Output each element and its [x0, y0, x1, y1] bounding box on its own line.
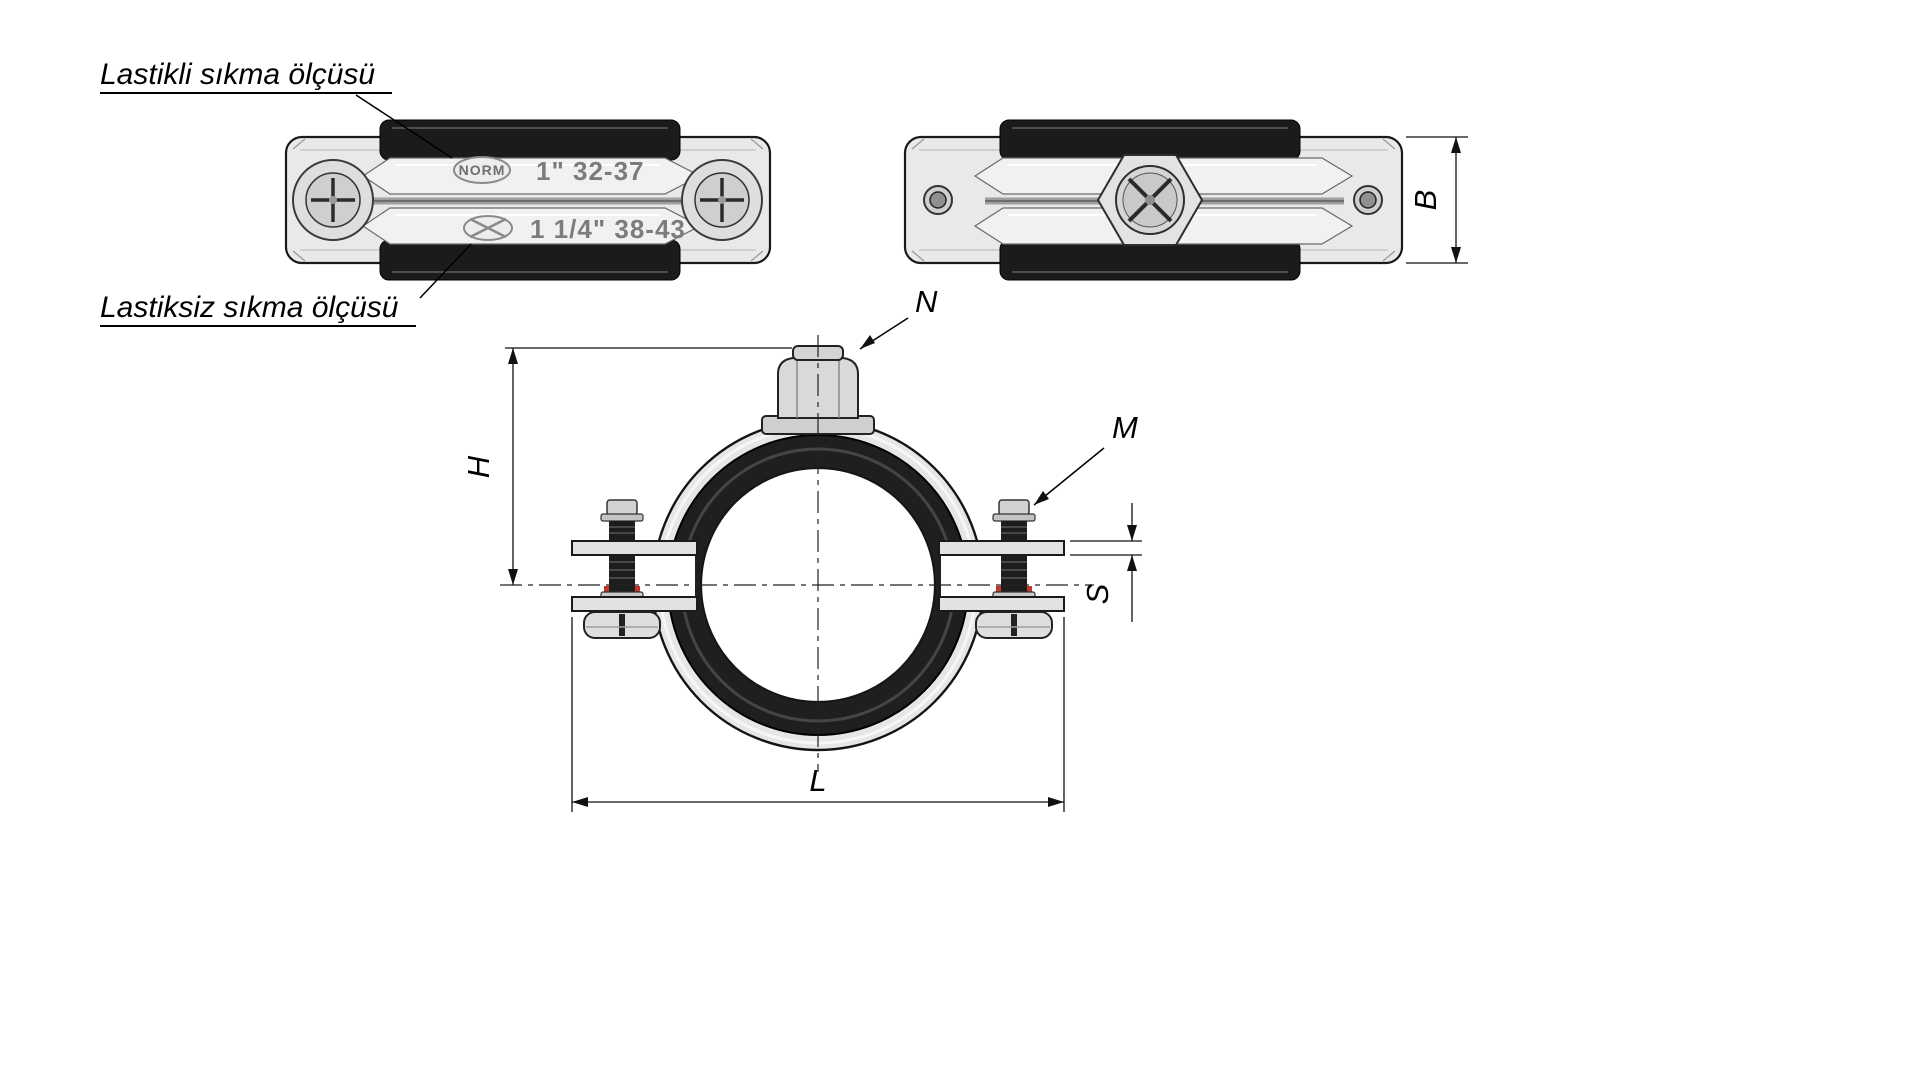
front-view-clamp: [500, 335, 1094, 772]
arrowhead: [1127, 525, 1137, 541]
washer: [992, 513, 1036, 522]
upper-left-flange: [571, 540, 698, 556]
right-hole-icon: [1353, 185, 1383, 215]
dimension-N-label: N: [915, 284, 938, 319]
left-screwhead-bottom: [583, 611, 661, 639]
thread-over-washer: [609, 586, 635, 592]
label-N: N: [859, 284, 938, 350]
size-stamp-without-rubber: 1 1/4" 38-43: [530, 214, 686, 244]
dimension-S-label: S: [1080, 583, 1115, 604]
dimension-L-label: L: [809, 763, 826, 798]
arrowhead: [1451, 137, 1461, 153]
size-stamp-with-rubber: 1" 32-37: [536, 156, 645, 186]
thread-over-washer: [1001, 586, 1027, 592]
left-screw-icon: [292, 159, 374, 241]
label-M: M: [1033, 410, 1138, 506]
arrowhead: [1034, 491, 1049, 505]
arrowhead: [508, 348, 518, 364]
dimension-B: B: [1406, 136, 1468, 264]
band-strap-upper: [361, 157, 702, 195]
top-view-stamped-clamp: NORM 1" 32-37 1 1/4" 38-43: [284, 119, 772, 281]
top-view-nut-side: [903, 119, 1404, 281]
callout-without-rubber: Lastiksiz sıkma ölçüsü: [100, 243, 472, 327]
arrowhead: [1451, 247, 1461, 263]
arrowhead: [1048, 797, 1064, 807]
right-bolt-assembly: [992, 499, 1036, 599]
screw-slot: [619, 614, 625, 636]
brand-logo-oval: [453, 156, 511, 184]
bolt-head: [998, 499, 1030, 516]
bolt-head: [606, 499, 638, 516]
callout-without-rubber-label: Lastiksiz sıkma ölçüsü: [100, 291, 399, 324]
arrowhead: [860, 335, 875, 349]
dimension-L: L: [571, 617, 1065, 812]
dimension-B-label: B: [1408, 190, 1443, 211]
dimension-M-label: M: [1112, 410, 1138, 445]
lower-right-flange: [938, 596, 1065, 612]
thread-upper: [1001, 521, 1027, 541]
callout-with-rubber: Lastikli sıkma ölçüsü: [100, 58, 453, 159]
lower-left-flange: [571, 596, 698, 612]
callout-with-rubber-label: Lastikli sıkma ölçüsü: [100, 58, 375, 91]
arrowhead: [508, 569, 518, 585]
arrowhead: [1127, 555, 1137, 571]
thread-upper: [609, 521, 635, 541]
callout-leader-line: [355, 94, 453, 159]
center-nut-boss-icon: [1096, 154, 1204, 246]
left-hole-icon: [923, 185, 953, 215]
washer: [600, 513, 644, 522]
crossed-logo-icon: [463, 215, 513, 241]
dimension-S: S: [1070, 503, 1142, 622]
band-corner-chamfers: [911, 138, 1396, 262]
brand-stamp: NORM: [459, 162, 506, 178]
dimension-H: H: [461, 347, 792, 585]
arrowhead: [572, 797, 588, 807]
screw-slot: [1011, 614, 1017, 636]
right-screwhead-bottom: [975, 611, 1053, 639]
callout-leader-line: [419, 243, 472, 299]
upper-right-flange: [938, 540, 1065, 556]
dimension-H-label: H: [461, 455, 496, 478]
rubber-lining-bottom: [379, 239, 681, 281]
right-screw-icon: [681, 159, 763, 241]
band-corner-chamfers: [292, 138, 764, 262]
